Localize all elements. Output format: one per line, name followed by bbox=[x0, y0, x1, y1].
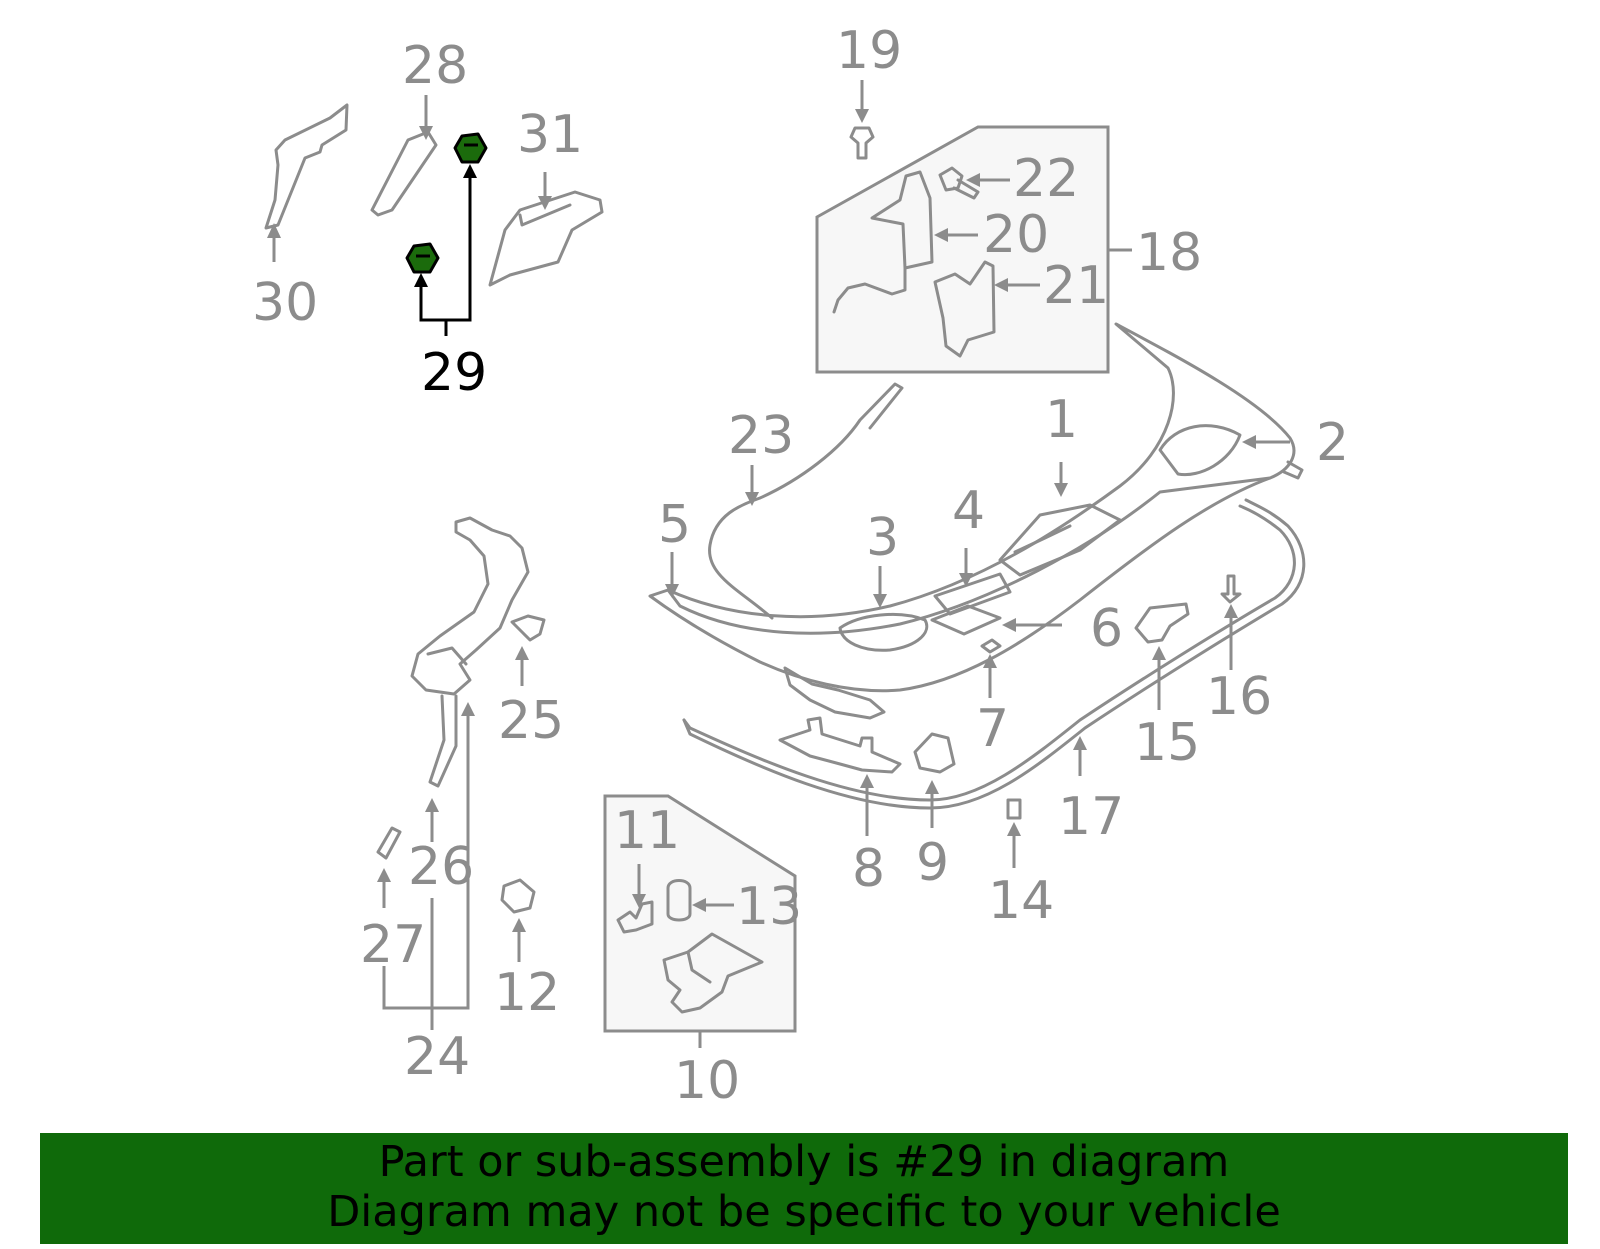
callout-8: 8 bbox=[852, 839, 885, 899]
info-banner: Part or sub-assembly is #29 in diagram D… bbox=[40, 1133, 1568, 1244]
callout-25: 25 bbox=[498, 691, 564, 751]
part-3-pad bbox=[838, 612, 929, 652]
part-15-bracket bbox=[1134, 602, 1190, 644]
part-20-latch bbox=[870, 170, 934, 270]
part-25-clip bbox=[510, 614, 546, 642]
callout-12: 12 bbox=[494, 963, 560, 1023]
callout-19: 19 bbox=[836, 21, 902, 81]
part-22-bolt bbox=[938, 166, 980, 200]
callout-23: 23 bbox=[728, 406, 794, 466]
callout-30: 30 bbox=[252, 273, 318, 333]
part-21-bracket bbox=[933, 260, 996, 358]
callout-2: 2 bbox=[1316, 413, 1349, 473]
part-10-striker bbox=[662, 932, 764, 1014]
callout-13: 13 bbox=[736, 877, 802, 937]
callout-22: 22 bbox=[1013, 149, 1079, 209]
banner-line-1: Part or sub-assembly is #29 in diagram bbox=[378, 1137, 1230, 1187]
part-14-plug bbox=[1006, 798, 1022, 820]
part-1-trunk-lid bbox=[648, 322, 1296, 693]
assembly-box-10 bbox=[603, 794, 797, 1033]
part-13-bumper bbox=[666, 879, 692, 922]
part-19-bolt bbox=[849, 126, 875, 160]
callout-5: 5 bbox=[658, 495, 691, 555]
part-28-cover bbox=[370, 130, 438, 217]
part-4-strip bbox=[933, 572, 1012, 616]
callout-21: 21 bbox=[1043, 256, 1109, 316]
part-17-seal bbox=[682, 504, 1296, 802]
callout-9: 9 bbox=[916, 833, 949, 893]
callout-7: 7 bbox=[976, 699, 1009, 759]
part-26-hinge bbox=[410, 516, 530, 696]
callout-20: 20 bbox=[983, 205, 1049, 265]
part-29-clip-lower bbox=[405, 242, 440, 274]
callout-16: 16 bbox=[1206, 667, 1272, 727]
callout-24: 24 bbox=[404, 1027, 470, 1087]
callout-18: 18 bbox=[1136, 223, 1202, 283]
callout-14: 14 bbox=[988, 871, 1054, 931]
part-30-bracket bbox=[264, 103, 349, 230]
part-29-clip-upper bbox=[453, 132, 488, 164]
part-27-pin bbox=[376, 826, 402, 860]
callout-1: 1 bbox=[1045, 390, 1078, 450]
callout-11: 11 bbox=[614, 801, 680, 861]
callout-27: 27 bbox=[360, 915, 426, 975]
callout-28: 28 bbox=[402, 36, 468, 96]
part-9-clip bbox=[913, 732, 956, 774]
callout-4: 4 bbox=[952, 481, 985, 541]
callout-6: 6 bbox=[1090, 599, 1123, 659]
callout-17: 17 bbox=[1058, 787, 1124, 847]
part-12-nut bbox=[500, 878, 536, 914]
part-6-pad bbox=[930, 604, 1002, 636]
callout-10: 10 bbox=[674, 1051, 740, 1111]
part-11-bumper bbox=[616, 900, 654, 934]
callout-15: 15 bbox=[1134, 713, 1200, 773]
callout-3: 3 bbox=[866, 508, 899, 568]
callout-31: 31 bbox=[517, 105, 583, 165]
part-31-bracket bbox=[488, 190, 604, 287]
part-8-bracket bbox=[778, 716, 902, 774]
part-23-cable bbox=[708, 382, 904, 620]
part-16-clip bbox=[1220, 574, 1242, 604]
callout-29: 29 bbox=[421, 343, 487, 403]
callout-26: 26 bbox=[408, 837, 474, 897]
banner-line-2: Diagram may not be specific to your vehi… bbox=[327, 1187, 1281, 1237]
